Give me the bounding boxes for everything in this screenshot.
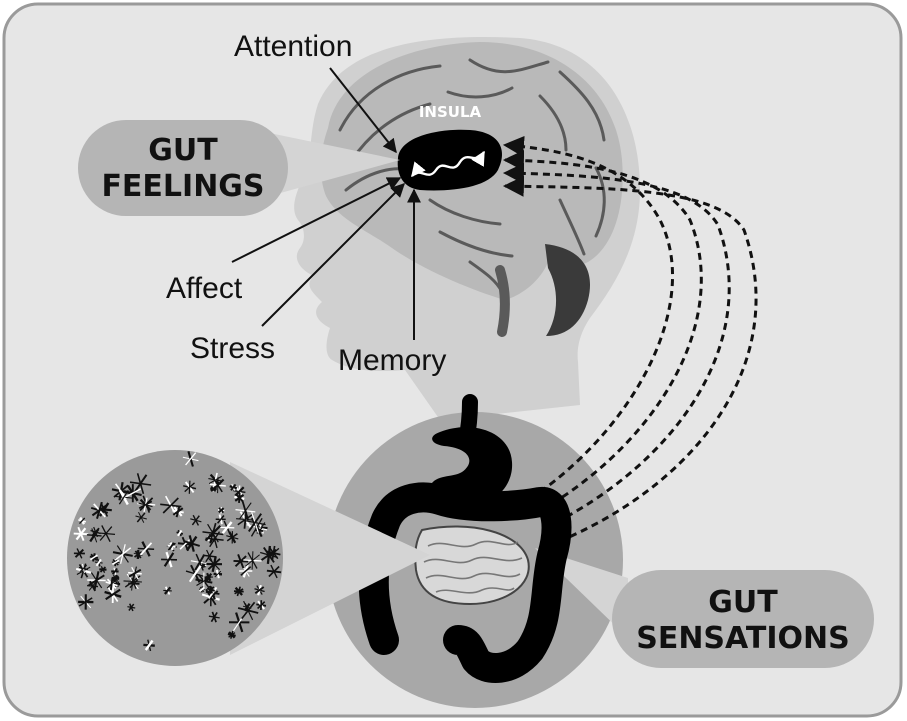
- insula-label: INSULA: [419, 103, 482, 121]
- microbe-mark: [234, 493, 244, 503]
- microbe-mark: [218, 507, 224, 513]
- gut-feelings-line2: FEELINGS: [101, 169, 264, 204]
- gut-sensations-line2: SENSATIONS: [636, 621, 850, 656]
- affect-label: Affect: [166, 272, 243, 305]
- microbe-mark: [256, 600, 266, 610]
- gut-sensations-line1: GUT: [708, 585, 778, 620]
- brainstem: [500, 270, 505, 332]
- microbe-mark: [228, 631, 236, 639]
- attention-label: Attention: [234, 30, 352, 63]
- memory-label: Memory: [338, 344, 446, 377]
- microbe-mark: [206, 556, 222, 571]
- gut-feelings-line1: GUT: [148, 133, 218, 168]
- stress-label: Stress: [190, 332, 275, 365]
